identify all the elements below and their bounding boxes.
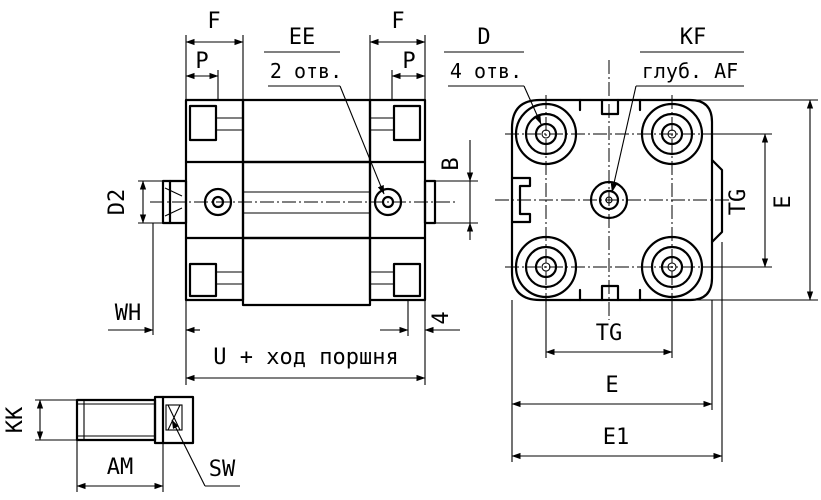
side-view xyxy=(150,98,455,307)
label-sw: SW xyxy=(209,457,236,482)
label-kk: KK xyxy=(3,406,28,433)
side-view-dimensions: F P EE 2 отв. F P B D2 WH xyxy=(105,9,478,385)
label-kf-depth: глуб. AF xyxy=(642,59,738,83)
rod-flats xyxy=(153,395,195,445)
end-view-dimensions: D 4 отв. KF глуб. AF TG E TG E E1 xyxy=(444,25,818,462)
label-u-stroke: U + ход поршня xyxy=(213,345,398,370)
label-d2: D2 xyxy=(105,189,130,216)
label-e-vertical: E xyxy=(771,195,796,208)
label-e-horizontal: E xyxy=(605,373,618,398)
label-d: D xyxy=(477,25,490,50)
label-b: B xyxy=(439,157,464,170)
screw-recess-top-right xyxy=(392,104,422,142)
label-e1: E1 xyxy=(603,425,630,450)
label-ee: EE xyxy=(289,25,316,50)
end-plate-bulge xyxy=(710,158,724,244)
screw-recess-bottom-left xyxy=(188,262,218,298)
label-f-right: F xyxy=(391,9,404,34)
label-p-left: P xyxy=(195,49,208,74)
screw-recess-bottom-right xyxy=(392,262,422,298)
label-f-left: F xyxy=(207,9,220,34)
rod-end-detail: KK AM SW xyxy=(3,395,240,492)
rod-thread xyxy=(75,398,157,442)
label-wh: WH xyxy=(115,301,142,326)
label-tg-vertical: TG xyxy=(726,189,751,216)
label-kf: KF xyxy=(680,25,707,50)
screw-recess-top-left xyxy=(188,104,218,142)
label-ee-holes: 2 отв. xyxy=(270,59,342,83)
label-d-holes: 4 отв. xyxy=(450,59,522,83)
label-p-right: P xyxy=(402,49,415,74)
label-am: AM xyxy=(107,455,134,480)
label-four: 4 xyxy=(429,311,454,324)
label-tg-horizontal: TG xyxy=(596,321,623,346)
